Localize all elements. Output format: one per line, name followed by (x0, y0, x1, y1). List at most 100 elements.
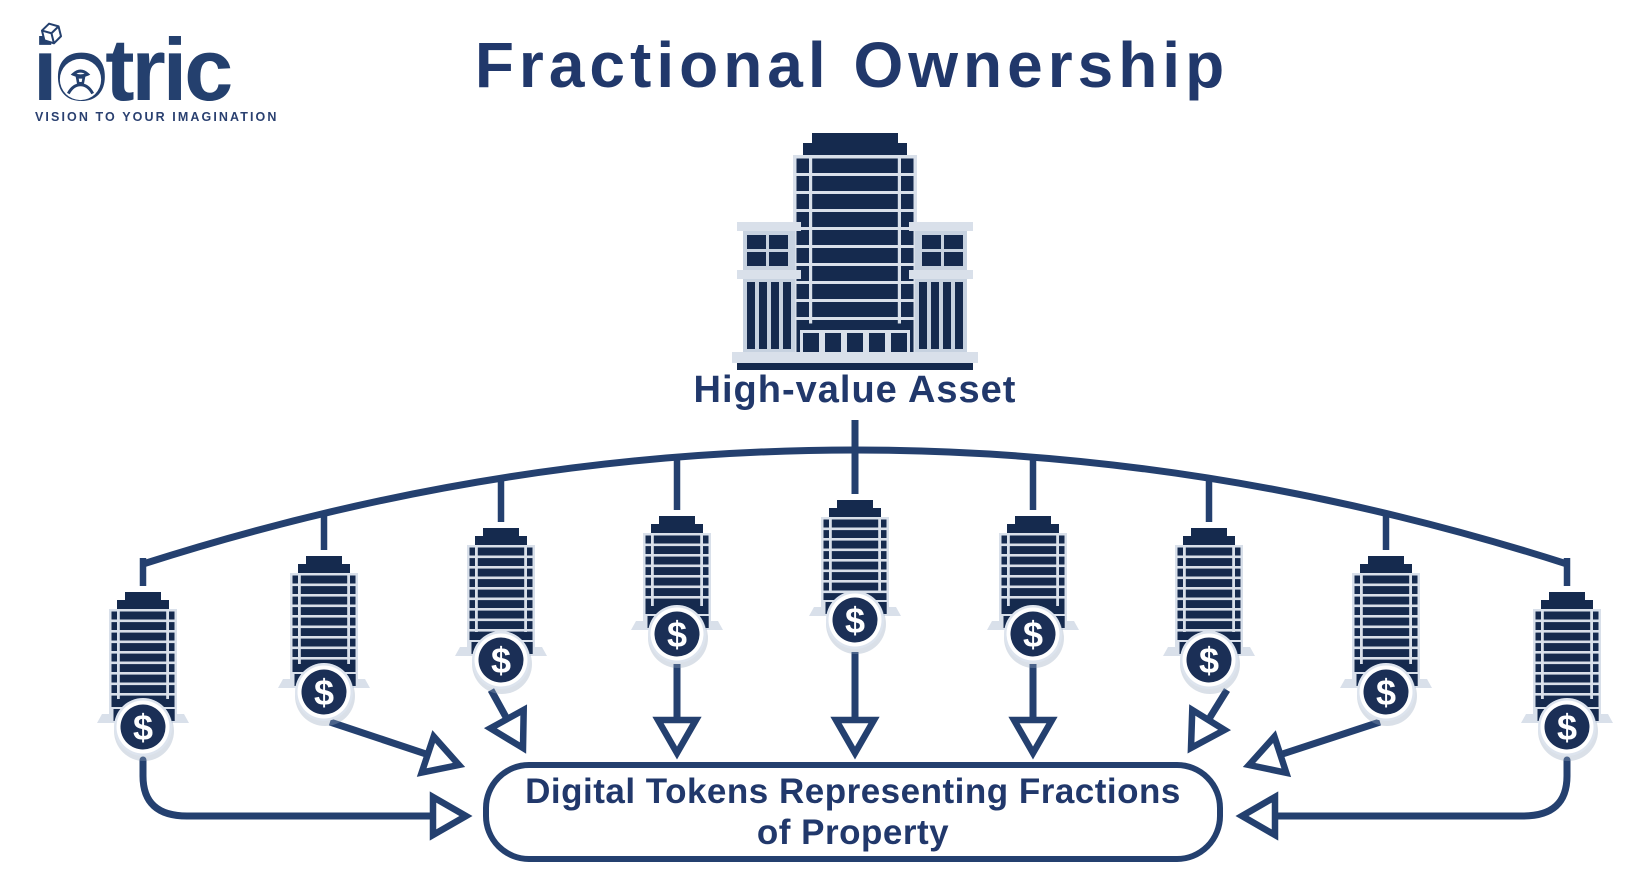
wing-window (922, 252, 941, 266)
dollar-symbol: $ (1376, 672, 1396, 713)
tower-door (876, 602, 887, 614)
token-flow-arrow-3-head (483, 704, 528, 754)
tower-foot (358, 679, 370, 688)
big-building-door (869, 333, 885, 354)
dollar-symbol: $ (491, 640, 511, 681)
tower-floor-line (111, 619, 175, 623)
tower-floor-line (823, 538, 887, 541)
tower-floor-line (1535, 672, 1599, 675)
page-title: Fractional Ownership (474, 29, 1230, 101)
tower-floor-line (111, 651, 175, 654)
tower-foot (1340, 679, 1352, 688)
big-building-door (803, 333, 819, 354)
tower-floor-line (823, 580, 887, 583)
big-building-door (891, 333, 907, 354)
dollar-coin (1544, 704, 1590, 750)
tower-floor-line (469, 618, 533, 622)
tower-floor-line (469, 629, 533, 632)
logo-tagline: VISION TO YOUR IMAGINATION (35, 110, 279, 124)
tower-door (1054, 616, 1065, 628)
tower-foot (1243, 647, 1255, 656)
tower-floor-line (1001, 575, 1065, 578)
big-building-tower (796, 158, 914, 354)
tower-floor-line (1177, 555, 1241, 559)
dollar-coin (1363, 669, 1409, 715)
tower-floor-line (111, 682, 175, 686)
tower-floor-line (1354, 636, 1418, 639)
tower-cap (659, 516, 695, 525)
tower-floor-line (1354, 625, 1418, 629)
tower-floor-line (292, 646, 356, 650)
tower-floor-line (292, 636, 356, 639)
dollar-coin (1186, 637, 1232, 683)
big-building-roof-slab (803, 143, 907, 155)
tower-foot (1420, 679, 1432, 688)
dollar-symbol: $ (1557, 707, 1577, 748)
tower-floor-line (645, 575, 709, 578)
tower-foot (1067, 621, 1079, 630)
tower-floor-line (469, 587, 533, 590)
big-building-floor-line (796, 191, 914, 194)
wing-window (769, 235, 788, 249)
tower-column-line (347, 575, 350, 664)
token-flow-arrow-7 (1205, 688, 1230, 722)
dollar-symbol: $ (667, 614, 687, 655)
big-building-floor-line (796, 173, 914, 176)
wing-pillar (771, 282, 779, 349)
tower-column-line (651, 535, 654, 606)
tower-column-line (298, 575, 301, 664)
cube-icon (40, 22, 63, 45)
tower-floor-line (1177, 597, 1241, 601)
dollar-coin (301, 669, 347, 715)
tower-floor-line (1001, 596, 1065, 599)
tower-cap (1183, 536, 1235, 545)
tower-floor-line (1177, 618, 1241, 622)
tower-door (522, 642, 533, 654)
tower-floor-line (1354, 615, 1418, 618)
tower-floor-line (1354, 604, 1418, 608)
tower-floor-line (1535, 651, 1599, 654)
wing-window (747, 252, 766, 266)
tower-floor-line (1535, 693, 1599, 696)
high-value-asset-label: High-value Asset (693, 369, 1017, 411)
tower-floor-line (645, 564, 709, 568)
token-flow-arrow-3 (487, 688, 511, 721)
big-building-door (825, 333, 841, 354)
iotric-logo: iotric VISION TO YOUR IMAGINATION (33, 20, 313, 130)
big-building-column-line (809, 158, 813, 324)
tower-cap (651, 524, 703, 533)
dollar-coin (120, 704, 166, 750)
big-building-floor-line (796, 209, 914, 212)
big-building-floor-line (796, 245, 914, 248)
token-flow-arrow-7-head (1187, 704, 1232, 754)
tower-column-line (1007, 535, 1010, 606)
tower-column-line (475, 547, 478, 632)
tower-floor-line (469, 608, 533, 611)
big-building-base-strip (737, 363, 973, 370)
wing-pillar (955, 282, 963, 349)
tower-door (698, 616, 709, 628)
token-box-line2: of Property (756, 813, 950, 852)
tower-door (1588, 709, 1599, 721)
tower-foot (711, 621, 723, 630)
tower-floor-line (292, 625, 356, 629)
big-building-column-line (897, 158, 901, 324)
tower-foot (1163, 647, 1175, 656)
wing-pillar (931, 282, 939, 349)
token-flow-arrow-6-head (1008, 716, 1058, 760)
token-flow-arrow-9-head (1235, 791, 1279, 841)
tower-floor-line (292, 604, 356, 608)
tower-foot (535, 647, 547, 656)
tower-cap (483, 528, 519, 537)
big-building-floor-line (796, 227, 914, 230)
tower-floor-line (823, 569, 887, 573)
tower-cap (1015, 516, 1051, 525)
tower-floor-line (111, 693, 175, 696)
wing-window (747, 235, 766, 249)
tower-cap (1191, 528, 1227, 537)
tower-foot (1521, 714, 1533, 723)
wing-pillar (747, 282, 755, 349)
tower-foot (278, 679, 290, 688)
